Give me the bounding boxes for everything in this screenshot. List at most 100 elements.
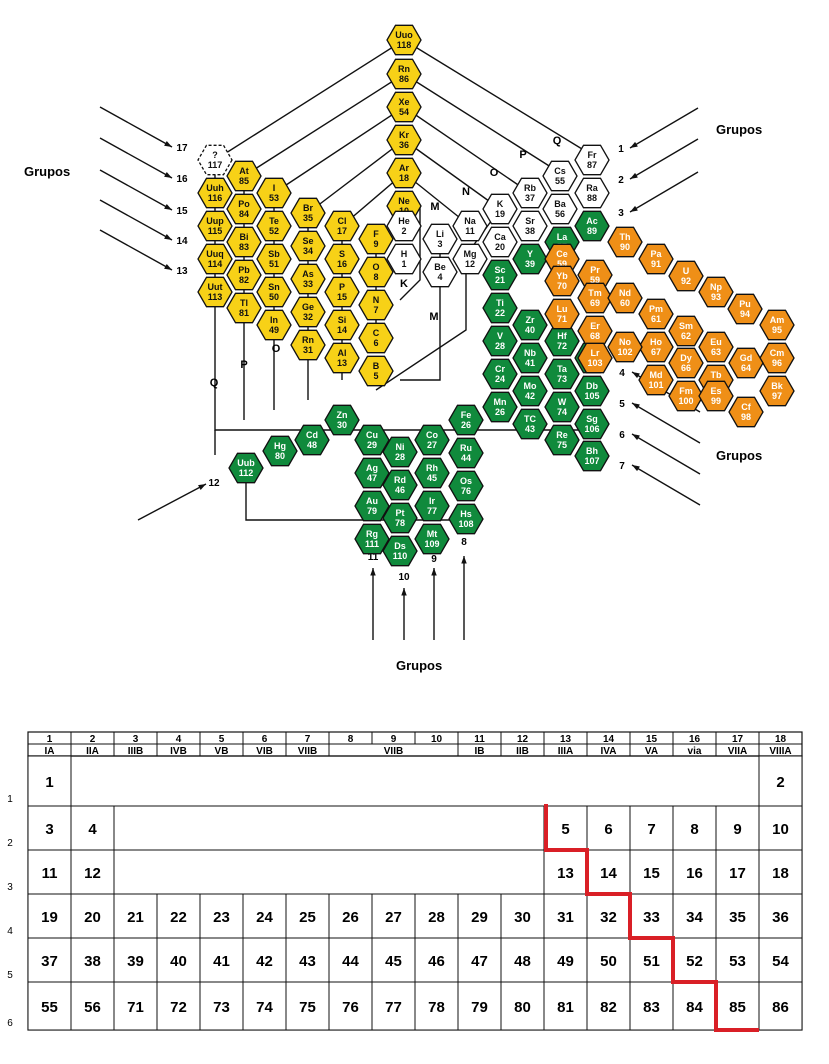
group-number-cell: 6 (262, 734, 268, 745)
hex-shape (226, 292, 262, 324)
element-number: 42 (525, 391, 535, 401)
hex-shape (512, 309, 548, 341)
hex-shape (482, 325, 518, 357)
hex-shape (638, 243, 674, 275)
period-number: 4 (7, 926, 13, 937)
element-number: 69 (590, 298, 600, 308)
element-number: 103 (587, 358, 602, 368)
shell-line (273, 106, 405, 194)
group-name-cell: VIIB (298, 746, 317, 757)
element-symbol: Tb (711, 370, 722, 380)
grupos-label-right-top: Grupos (716, 122, 762, 137)
element-number: 70 (557, 281, 567, 291)
element-number: 116 (208, 193, 223, 203)
element-cell (715, 981, 760, 1031)
hex-shape (448, 470, 484, 502)
atomic-number: 54 (772, 953, 789, 970)
hex-shape (574, 375, 610, 407)
element-symbol: In (270, 315, 278, 325)
element-number: 4 (437, 272, 442, 282)
shell-letter: O (272, 343, 281, 355)
shell-letter: K (400, 278, 408, 290)
element-cell (199, 937, 244, 983)
element-symbol: Ne (398, 196, 410, 206)
element-number: 21 (495, 275, 505, 285)
arrow-head (164, 203, 172, 210)
hex-shape (577, 342, 613, 374)
element-number: 19 (495, 209, 505, 219)
shell-line (403, 73, 566, 177)
atomic-number: 86 (772, 999, 789, 1016)
atomic-number: 9 (733, 821, 741, 838)
element-hex: C6 (358, 322, 394, 354)
hex-shape (638, 364, 674, 396)
element-symbol: I (273, 183, 276, 193)
group-name-cell: IVA (601, 746, 617, 757)
element-cell (199, 981, 244, 1031)
element-hex: Y39 (512, 243, 548, 275)
atomic-number: 12 (84, 865, 101, 882)
arrow-head (164, 263, 172, 270)
period-number: 5 (7, 970, 13, 981)
atomic-number: 44 (342, 953, 359, 970)
element-symbol: Si (338, 315, 347, 325)
hex-shape (698, 276, 734, 308)
element-symbol: Ds (394, 541, 406, 551)
element-symbol: Sb (268, 249, 280, 259)
element-number: 17 (337, 226, 347, 236)
arrow-head (630, 172, 638, 179)
atomic-number: 51 (643, 953, 660, 970)
group-name-cell: IIB (516, 746, 529, 757)
arrow-head (164, 233, 172, 240)
element-hex: H1 (386, 243, 422, 275)
hex-shape (226, 160, 262, 192)
hex-shape (727, 293, 763, 325)
element-cell (27, 981, 72, 1031)
hex-shape (577, 282, 613, 314)
element-number: 110 (393, 551, 408, 561)
element-symbol: Sg (586, 414, 598, 424)
atomic-number: 15 (643, 865, 660, 882)
atomic-number: 74 (256, 999, 273, 1016)
element-cell (629, 893, 674, 939)
atomic-number: 3 (45, 821, 53, 838)
atomic-number: 26 (342, 909, 359, 926)
atomic-number: 75 (299, 999, 316, 1016)
atomic-number: 36 (772, 909, 789, 926)
hex-shape (607, 282, 643, 314)
group-name-cell: IA (45, 746, 55, 757)
atomic-number: 48 (514, 953, 531, 970)
element-symbol: Ir (429, 496, 436, 506)
hex-shape (512, 210, 548, 242)
element-number: 30 (337, 420, 347, 430)
group-number: 1 (618, 144, 624, 155)
group-number-cell: 9 (391, 734, 397, 745)
group-arrow (631, 464, 701, 506)
element-symbol: At (239, 166, 249, 176)
element-symbol: S (339, 249, 345, 259)
element-number: 39 (525, 259, 535, 269)
element-hex: V28 (482, 325, 518, 357)
element-cell (543, 981, 588, 1031)
atomic-number: 50 (600, 953, 617, 970)
element-cell (758, 805, 803, 851)
